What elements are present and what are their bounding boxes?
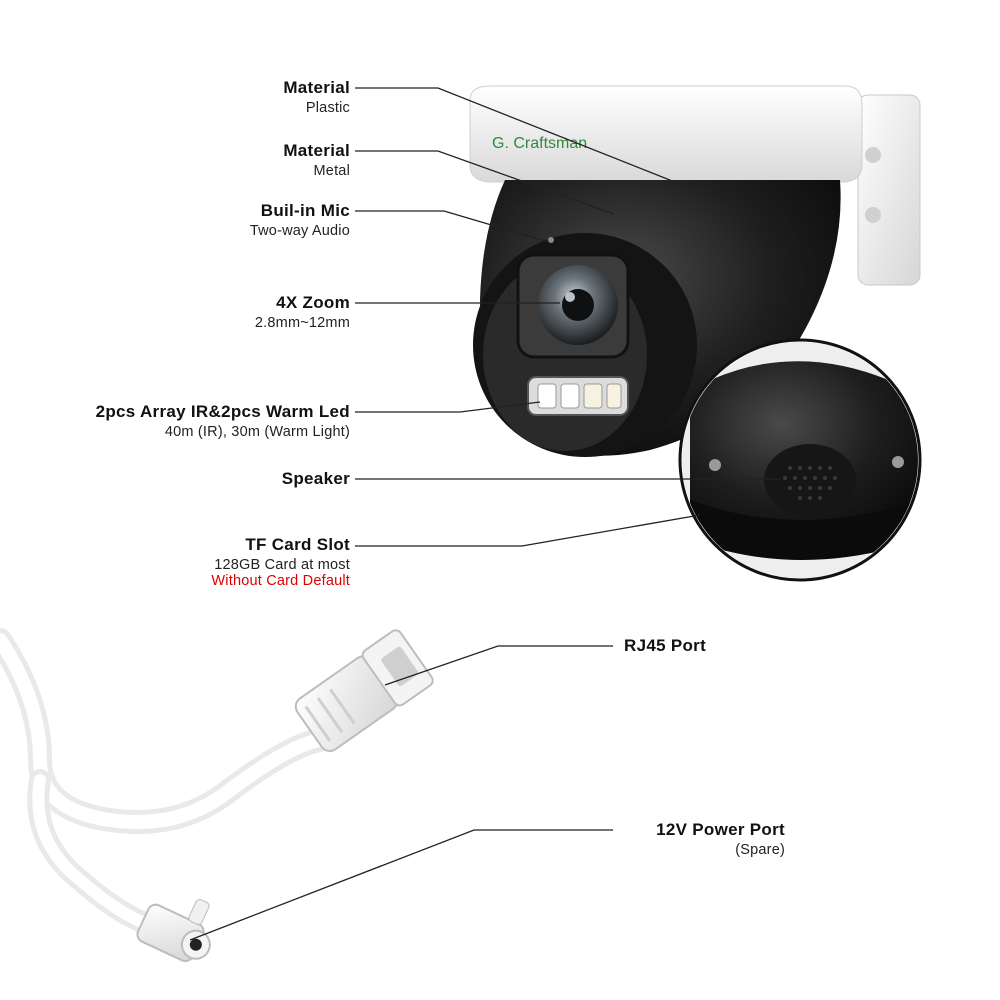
callout-warning: Without Card Default bbox=[211, 573, 350, 590]
callout-material-metal: Material Metal bbox=[283, 141, 350, 179]
screw-icon bbox=[892, 456, 904, 468]
screw-icon bbox=[709, 459, 721, 471]
wall-bracket bbox=[857, 94, 921, 286]
rj45-connector bbox=[0, 628, 434, 834]
callout-subtitle: 128GB Card at most bbox=[214, 556, 350, 573]
callout-title: TF Card Slot bbox=[245, 535, 350, 554]
power-connector bbox=[27, 769, 211, 963]
callout-title: Speaker bbox=[281, 469, 350, 488]
brand-logo: G. Craftsman bbox=[492, 135, 587, 152]
callout-speaker: Speaker bbox=[282, 469, 350, 489]
callout-material-plastic: Material Plastic bbox=[283, 78, 350, 116]
callout-ir-led: 2pcs Array IR&2pcs Warm Led 40m (IR), 30… bbox=[96, 402, 350, 440]
callout-title: RJ45 Port bbox=[624, 636, 707, 655]
leader-tf bbox=[355, 514, 701, 547]
callout-title: 4X Zoom bbox=[276, 293, 350, 312]
callout-title: 2pcs Array IR&2pcs Warm Led bbox=[95, 402, 350, 421]
leader-mic bbox=[355, 210, 550, 243]
led-array bbox=[527, 376, 629, 416]
callout-power: 12V Power Port (Spare) bbox=[656, 820, 785, 858]
lens-assembly bbox=[516, 237, 630, 359]
callout-subtitle: (Spare) bbox=[735, 841, 785, 858]
callout-subtitle: Metal bbox=[313, 162, 350, 179]
callout-title: Material bbox=[283, 141, 350, 160]
callout-title: Buil-in Mic bbox=[260, 201, 350, 220]
callout-subtitle: Plastic bbox=[305, 99, 350, 116]
callout-mic: Buil-in Mic Two-way Audio bbox=[250, 201, 350, 239]
leader-ir bbox=[355, 401, 541, 413]
mic-hole-icon bbox=[548, 237, 554, 243]
leader-power bbox=[189, 829, 613, 941]
leader-lines bbox=[189, 87, 780, 941]
speaker-detail-zoom bbox=[678, 338, 922, 582]
leader-plastic bbox=[355, 87, 696, 191]
callout-rj45: RJ45 Port bbox=[624, 636, 706, 656]
callout-title: 12V Power Port bbox=[656, 820, 785, 839]
callout-subtitle: Two-way Audio bbox=[249, 222, 350, 239]
callout-title: Material bbox=[283, 78, 350, 97]
leader-metal bbox=[355, 150, 615, 215]
callout-subtitle: 40m (IR), 30m (Warm Light) bbox=[164, 423, 350, 440]
callout-zoom: 4X Zoom 2.8mm~12mm bbox=[255, 293, 350, 331]
speaker-grille-icon bbox=[764, 444, 856, 516]
callout-subtitle: 2.8mm~12mm bbox=[254, 314, 350, 331]
callout-tf-card: TF Card Slot 128GB Card at most Without … bbox=[211, 535, 350, 590]
plastic-dome: G. Craftsman bbox=[469, 85, 863, 183]
leader-rj45 bbox=[384, 645, 613, 686]
